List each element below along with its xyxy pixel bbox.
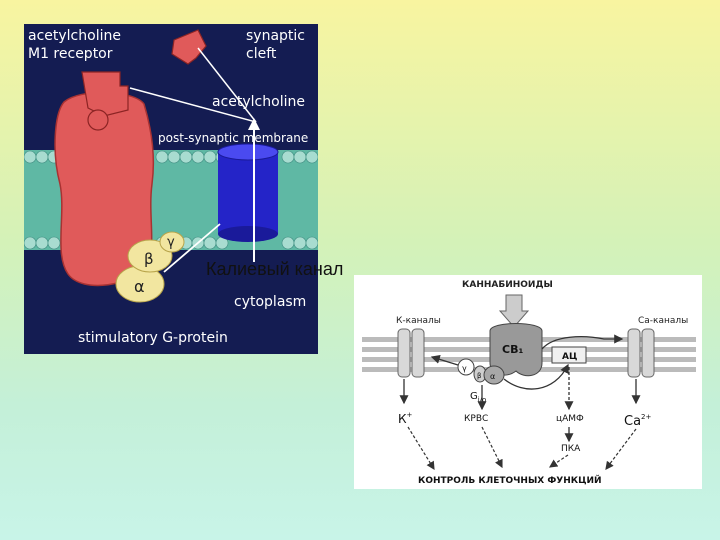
gamma-label: γ	[167, 235, 175, 250]
krvs-label: КРВС	[464, 414, 488, 424]
potassium-channel-caption: Калиевый канал	[206, 259, 344, 279]
gamma-label-right: γ	[462, 364, 467, 373]
pka-to-control-arrow	[549, 454, 569, 468]
camp-label: цАМФ	[556, 414, 584, 424]
bound-acetylcholine-icon	[81, 71, 129, 117]
gio-protein-icon	[457, 358, 505, 385]
beta-label: β	[144, 250, 154, 268]
cytoplasm-label: cytoplasm	[234, 294, 306, 310]
gio-main-text: G	[470, 391, 478, 402]
pointer-line-channel	[163, 223, 221, 273]
ca-channel-icon	[627, 328, 655, 378]
g-to-ac-arrow	[503, 363, 569, 390]
potassium-channel-icon	[217, 143, 279, 242]
alpha-label-right: α	[490, 372, 495, 381]
cleft-label-line2: cleft	[246, 46, 277, 62]
k-ion-charge: +	[407, 411, 413, 419]
cannabinoid-signaling-diagram: КАННАБИНОИДЫ К-каналы Са-каналы СВ₁ АЦ γ…	[354, 275, 702, 489]
k-channel-icon	[397, 328, 425, 378]
cb1-label: СВ₁	[502, 343, 523, 356]
g-to-k-arrow	[430, 354, 459, 366]
ligand-arrow-icon	[498, 294, 530, 328]
adenylate-cyclase-box	[551, 346, 587, 364]
k-channels-label: К-каналы	[396, 316, 441, 326]
ac-label: АЦ	[562, 352, 577, 362]
cb1-to-ca-arrow	[541, 334, 624, 350]
gio-label: Gi/o	[470, 391, 486, 404]
control-label: КОНТРОЛЬ КЛЕТОЧНЫХ ФУНКЦИЙ	[418, 474, 602, 486]
cannabinoid-illustration: КАННАБИНОИДЫ К-каналы Са-каналы СВ₁ АЦ γ…	[362, 280, 696, 486]
free-acetylcholine-icon	[171, 29, 207, 65]
g-protein-label: stimulatory G-protein	[78, 330, 228, 346]
pointer-line-ach-free	[197, 47, 257, 123]
receptor-label-line2: M1 receptor	[28, 46, 113, 62]
ca-ion-text: Ca	[624, 414, 641, 429]
g-protein-icon	[115, 231, 185, 303]
beta-label-right: β	[477, 372, 481, 380]
arrow-head-icon	[248, 118, 260, 130]
pointer-line-ach-bound	[129, 87, 257, 123]
ca-ion-charge: 2+	[641, 413, 651, 421]
ca-to-control-arrow	[605, 428, 637, 470]
acetylcholine-label: acetylcholine	[212, 94, 305, 110]
pka-label: ПКА	[561, 444, 581, 454]
cannabinoids-title: КАННАБИНОИДЫ	[462, 280, 553, 290]
membrane-label: post-synaptic membrane	[158, 131, 308, 145]
k-ion-text: К	[398, 412, 407, 426]
acetylcholine-receptor-diagram: acetylcholine M1 receptor synaptic cleft…	[23, 24, 319, 354]
receptor-label-line1: acetylcholine	[28, 28, 121, 44]
cleft-label-line1: synaptic	[246, 28, 305, 44]
receptor-illustration: acetylcholine M1 receptor synaptic cleft…	[23, 24, 319, 354]
k-to-control-arrow	[407, 426, 435, 471]
alpha-label: α	[134, 277, 145, 296]
k-ion-label: К+	[398, 411, 413, 426]
krvs-to-control-arrow	[481, 426, 503, 469]
ligand-sphere-icon	[87, 109, 109, 131]
ca-channels-label: Са-каналы	[638, 316, 688, 326]
ca-ion-label: Ca2+	[624, 413, 652, 429]
